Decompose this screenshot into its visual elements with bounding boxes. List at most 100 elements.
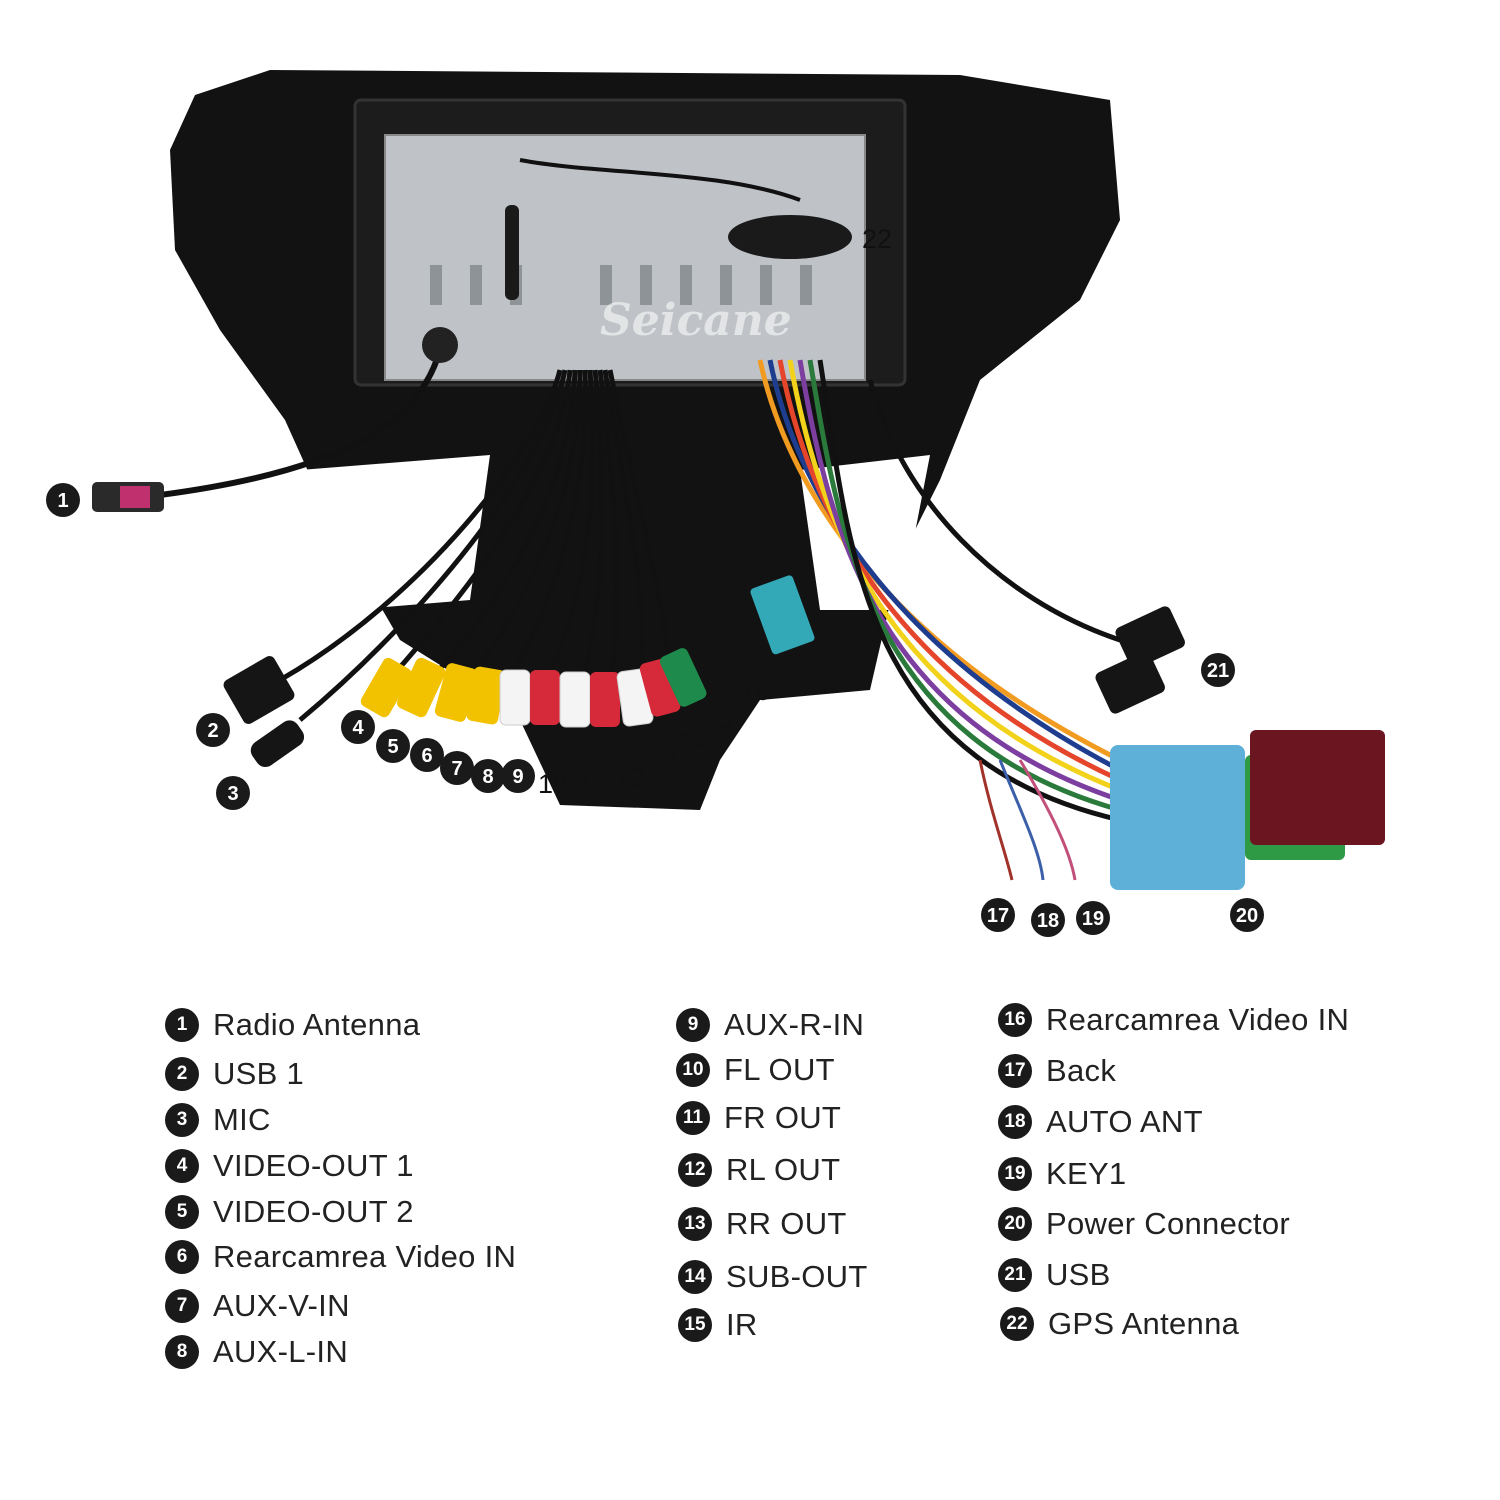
callout-19: 19 [1076,901,1110,935]
legend-label: RR OUT [726,1206,847,1241]
legend-number-badge: 12 [678,1153,712,1187]
svg-text:19: 19 [1082,908,1104,930]
svg-text:21: 21 [1207,660,1229,682]
brand-watermark: Seicane [600,295,792,346]
legend-number-badge: 19 [998,1157,1032,1191]
chassis-vents [430,265,812,305]
svg-text:20: 20 [1236,905,1258,927]
svg-text:8: 8 [482,766,493,788]
callout-18: 18 [1031,903,1065,937]
legend-item-13: 13 RR OUT [678,1206,847,1242]
legend-number-badge: 22 [1000,1307,1034,1341]
callout-16: 16 [740,676,770,706]
callout-13: 13 [648,746,678,776]
legend-number-badge: 13 [678,1207,712,1241]
callout-6: 6 [410,738,444,772]
svg-text:9: 9 [512,766,523,788]
legend-label: Radio Antenna [213,1007,421,1042]
callout-4: 4 [341,710,375,744]
legend-label: Back [1046,1053,1117,1088]
legend-label: Power Connector [1046,1206,1291,1241]
legend-label: FR OUT [724,1100,842,1135]
legend-number-badge: 20 [998,1207,1032,1241]
legend-label: KEY1 [1046,1156,1127,1191]
bezel-cutout-left [300,455,490,610]
legend-number-badge: 10 [676,1053,710,1087]
product-photo: Seicane [92,70,1385,890]
legend-item-3: 3 MIC [165,1102,271,1138]
legend-item-5: 5 VIDEO-OUT 2 [165,1194,414,1230]
svg-text:18: 18 [1037,910,1059,932]
legend-label: RL OUT [726,1152,841,1187]
callout-17: 17 [981,898,1015,932]
power-connector-blue [1110,745,1245,890]
svg-text:6: 6 [421,745,432,767]
legend-item-18: 18 AUTO ANT [998,1104,1203,1140]
legend-number-badge: 7 [165,1289,199,1323]
legend-label: AUX-V-IN [213,1288,350,1323]
legend-number-badge: 3 [165,1103,199,1137]
legend-item-21: 21 USB [998,1257,1111,1293]
svg-text:3: 3 [227,783,238,805]
legend-label: MIC [213,1102,271,1137]
legend-label: SUB-OUT [726,1259,868,1294]
legend-item-9: 9 AUX-R-IN [676,1007,864,1043]
legend-label: AUX-R-IN [724,1007,865,1042]
legend-label: GPS Antenna [1048,1306,1240,1341]
legend-label: Rearcamrea Video IN [1046,1002,1350,1037]
legend-number-badge: 11 [676,1101,710,1135]
usb-plug-right [1115,606,1185,669]
legend-item-7: 7 AUX-V-IN [165,1288,350,1324]
legend-number-badge: 9 [676,1008,710,1042]
svg-text:1: 1 [57,490,68,512]
legend-label: VIDEO-OUT 1 [213,1148,414,1183]
svg-text:17: 17 [987,905,1009,927]
legend-item-1: 1 Radio Antenna [165,1007,420,1043]
legend-number-badge: 21 [998,1258,1032,1292]
legend-item-6: 6 Rearcamrea Video IN [165,1239,516,1275]
legend-item-20: 20 Power Connector [998,1206,1290,1242]
legend-item-15: 15 IR [678,1307,758,1343]
photo-callouts: 1 2 3 4 5 6 7 8 9 10 11 12 13 14 15 16 1… [46,224,1264,937]
legend-item-16: 16 Rearcamrea Video IN [998,1002,1349,1038]
legend-label: USB 1 [213,1056,305,1091]
av-cable-bundle [278,369,673,722]
legend-number-badge: 17 [998,1054,1032,1088]
rca-connectors [360,648,707,728]
legend-number-badge: 2 [165,1057,199,1091]
legend-label: AUTO ANT [1046,1104,1203,1139]
callout-22: 22 [862,224,892,254]
power-box-red [1250,730,1385,845]
legend-number-badge: 18 [998,1105,1032,1139]
legend-item-2: 2 USB 1 [165,1056,304,1092]
svg-text:2: 2 [207,720,218,742]
legend-item-10: 10 FL OUT [676,1052,835,1088]
legend-label: FL OUT [724,1052,835,1087]
legend-label: USB [1046,1257,1111,1292]
callout-3: 3 [216,776,250,810]
gps-antenna-puck [728,215,852,259]
legend-label: IR [726,1307,758,1342]
legend-number-badge: 5 [165,1195,199,1229]
legend-number-badge: 16 [998,1003,1032,1037]
legend-label: VIDEO-OUT 2 [213,1194,414,1229]
legend-number-badge: 6 [165,1240,199,1274]
callout-1: 1 [46,483,80,517]
small-wires [978,759,1077,881]
legend-number-badge: 4 [165,1149,199,1183]
callout-21: 21 [1201,653,1235,687]
legend-number-badge: 1 [165,1008,199,1042]
callout-14: 14 [678,726,708,756]
teal-connector [750,575,815,655]
radio-antenna-cable [159,349,443,498]
legend-label: AUX-L-IN [213,1334,349,1369]
svg-text:5: 5 [387,736,398,758]
callout-11: 11 [577,769,605,799]
legend-item-11: 11 FR OUT [676,1100,841,1136]
callout-7: 7 [440,751,474,785]
legend-number-badge: 15 [678,1308,712,1342]
legend-label: Rearcamrea Video IN [213,1239,517,1274]
legend-item-4: 4 VIDEO-OUT 1 [165,1148,414,1184]
callout-12: 12 [615,763,645,793]
